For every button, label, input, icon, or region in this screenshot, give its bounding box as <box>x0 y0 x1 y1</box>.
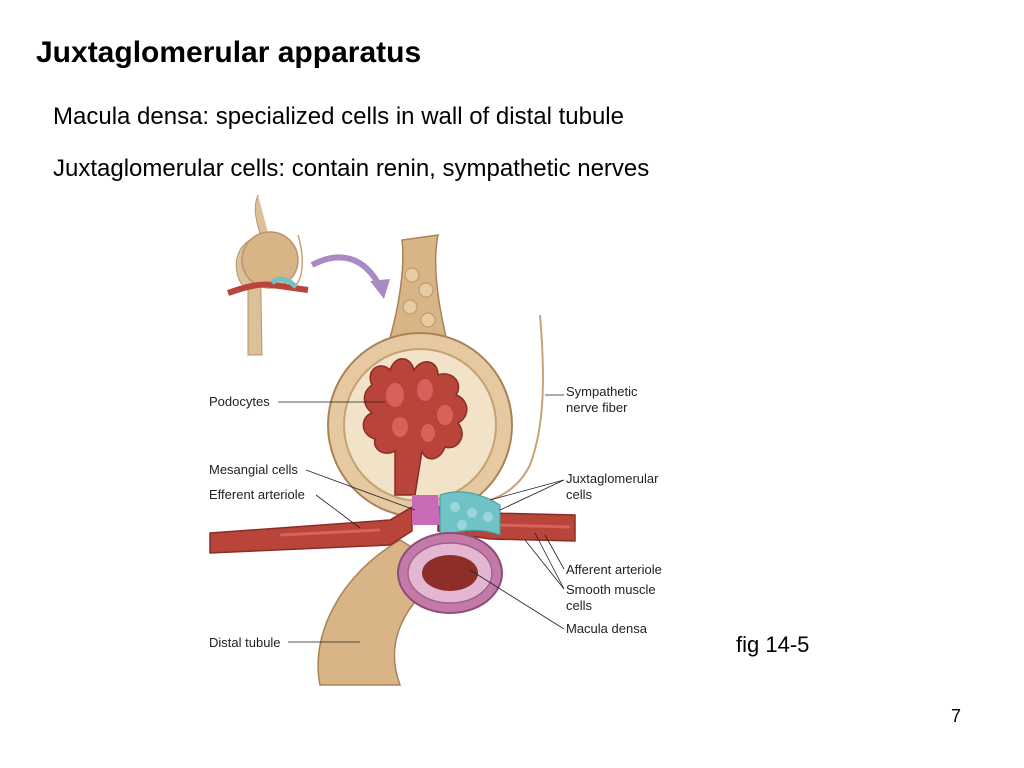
label-mesangial-cells: Mesangial cells <box>209 462 298 477</box>
label-afferent-arteriole: Afferent arteriole <box>566 562 662 577</box>
label-distal-tubule: Distal tubule <box>209 635 281 650</box>
label-sympathetic-line2: nerve fiber <box>566 400 628 415</box>
magnify-arrow <box>310 254 390 299</box>
label-efferent-arteriole: Efferent arteriole <box>209 487 305 502</box>
bullet-macula-densa: Macula densa: specialized cells in wall … <box>53 103 624 130</box>
label-sympathetic-line1: Sympathetic <box>566 384 638 399</box>
macula-densa-cross-section <box>397 532 503 614</box>
label-jg-line2: cells <box>566 487 593 502</box>
mesangial-cells <box>412 495 440 525</box>
capillary-tuft <box>362 358 468 496</box>
diagram-illustration <box>209 195 576 686</box>
slide-title: Juxtaglomerular apparatus <box>36 36 422 69</box>
juxtaglomerular-cell-cluster <box>439 491 501 536</box>
figure-caption: fig 14-5 <box>736 632 810 657</box>
inset-glomerulus <box>227 195 309 356</box>
juxtaglomerular-diagram: Podocytes Mesangial cells Efferent arter… <box>200 195 700 695</box>
efferent-arteriole <box>209 505 413 554</box>
label-jg-line1: Juxtaglomerular <box>566 471 659 486</box>
page-number: 7 <box>951 706 962 726</box>
label-smooth-muscle-cells: Smooth muscle cells <box>566 582 656 614</box>
proximal-tubule-neck <box>386 234 449 346</box>
label-sympathetic-nerve-fiber: Sympathetic nerve fiber <box>566 384 638 416</box>
sympathetic-nerve-fiber <box>489 314 544 501</box>
label-smooth-line2: cells <box>566 598 593 613</box>
label-macula-densa: Macula densa <box>566 621 647 636</box>
label-podocytes: Podocytes <box>209 394 270 409</box>
leader-lines <box>278 394 565 643</box>
label-juxtaglomerular-cells: Juxtaglomerular cells <box>566 471 659 503</box>
bullet-juxtaglomerular-cells: Juxtaglomerular cells: contain renin, sy… <box>53 155 650 182</box>
label-smooth-line1: Smooth muscle <box>566 582 656 597</box>
